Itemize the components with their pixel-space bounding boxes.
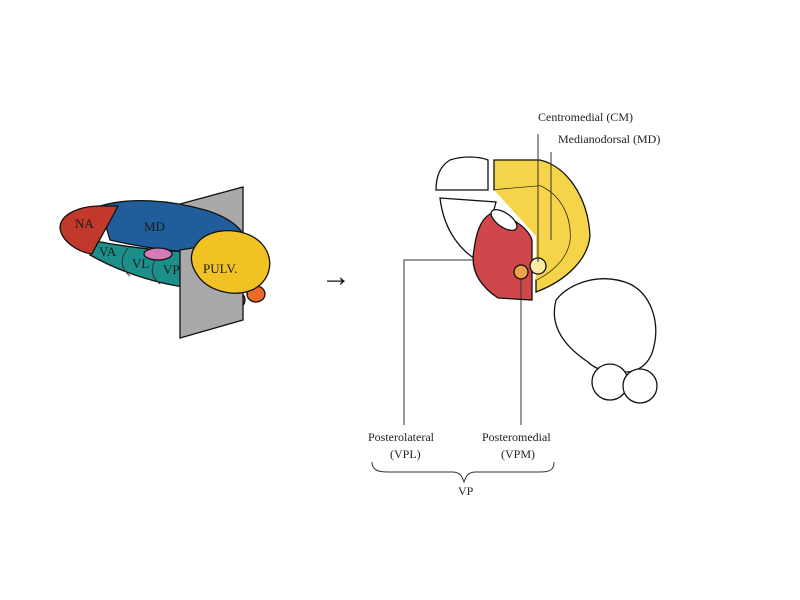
- label-vl: VL: [132, 256, 149, 271]
- na-region: [59, 205, 120, 255]
- vp-white-nucleus: [490, 209, 518, 231]
- label-vp-group: VP: [458, 484, 474, 498]
- pulvinar-section: [553, 278, 657, 374]
- label-vpm: (VPM): [501, 447, 535, 461]
- label-posteromedial: Posteromedial: [482, 430, 551, 444]
- dorsal-sliver: [435, 156, 489, 191]
- label-posterolateral: Posterolateral: [368, 430, 435, 444]
- transition-arrow: →: [321, 260, 351, 293]
- va-vl-divider: [121, 247, 131, 277]
- label-va: VA: [99, 244, 117, 259]
- pulvinar-circle-left: [591, 363, 629, 401]
- vpm-orange: [513, 264, 529, 280]
- label-centromedial: Centromedial (CM): [538, 110, 633, 124]
- thalamus-3d-figure: NA MD VA VL VP PULV.: [59, 186, 271, 339]
- pulvinar-region: [190, 229, 271, 294]
- pulvinar-circle-right: [622, 368, 658, 404]
- vpl-leader: [403, 259, 475, 425]
- thalamus-cross-section: Centromedial (CM) Medianodorsal (MD) Pos…: [368, 110, 660, 498]
- label-na: NA: [75, 216, 94, 231]
- label-vpl: (VPL): [390, 447, 421, 461]
- label-pulv: PULV.: [203, 261, 237, 276]
- label-vp: VP: [163, 262, 180, 277]
- vp-brace: [371, 461, 555, 484]
- vp-pink-nucleus: [143, 247, 173, 261]
- label-medianodorsal: Medianodorsal (MD): [558, 132, 660, 146]
- label-md: MD: [144, 219, 165, 234]
